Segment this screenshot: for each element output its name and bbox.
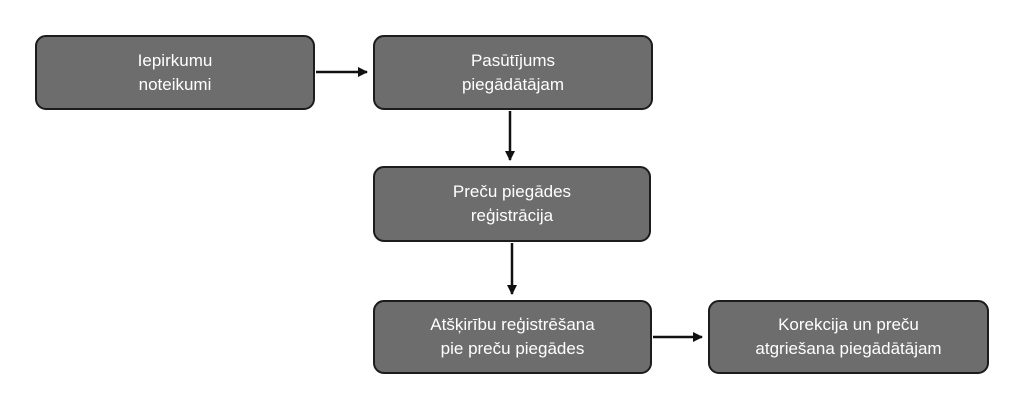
node-label-procurement-rules: Iepirkumu noteikumi <box>137 50 213 94</box>
node-label-discrepancy-registration: Atšķirību reģistrēšana pie preču piegāde… <box>430 315 595 358</box>
node-discrepancy-registration: Atšķirību reģistrēšana pie preču piegāde… <box>373 300 652 374</box>
node-procurement-rules: Iepirkumu noteikumi <box>35 35 315 110</box>
node-delivery-registration: Preču piegādes reģistrācija <box>373 166 651 242</box>
node-label-supplier-order: Pasūtījums piegādātājam <box>461 50 565 94</box>
node-label-correction-return: Korekcija un preču atgriešana piegādātāj… <box>755 315 942 358</box>
node-label-delivery-registration: Preču piegādes reģistrācija <box>452 182 572 225</box>
node-correction-return: Korekcija un preču atgriešana piegādātāj… <box>708 300 989 374</box>
node-supplier-order: Pasūtījums piegādātājam <box>373 35 653 110</box>
